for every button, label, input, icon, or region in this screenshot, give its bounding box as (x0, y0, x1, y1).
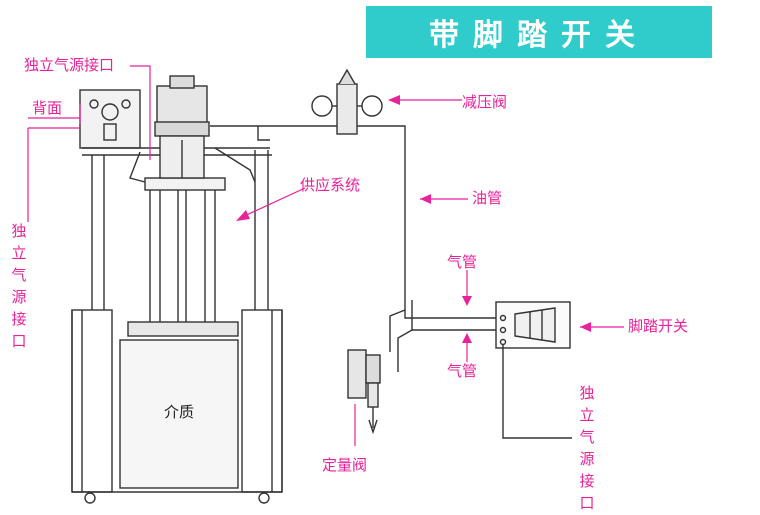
panel-screw (89, 99, 99, 109)
cross-plate (144, 177, 226, 191)
cylinder-cap (169, 75, 195, 89)
label-air-port-right: 独立气源接口 (579, 384, 595, 512)
label-dosing-valve: 定量阀 (322, 456, 368, 474)
valve-gauge-left (311, 95, 333, 117)
left-leg (71, 309, 113, 493)
frame-left-brace (129, 151, 146, 183)
title-banner: 带脚踏开关 (366, 6, 712, 58)
leader-supply (239, 187, 306, 219)
label-pressure-valve: 减压阀 (462, 93, 508, 111)
panel-screw (121, 99, 131, 109)
leader-air-port-top (130, 65, 151, 160)
platen (127, 321, 239, 337)
label-air-pipe-bottom: 气管 (447, 362, 478, 380)
valve-body (336, 83, 358, 135)
diagram-title: 带脚踏开关 (429, 18, 649, 53)
valve-gauge-right (361, 95, 383, 117)
label-air-port-left: 独立气源接口 (11, 222, 27, 350)
label-supply-system: 供应系统 (300, 176, 361, 194)
right-leg (241, 309, 283, 493)
panel-handle (103, 123, 117, 141)
medium-container (119, 339, 239, 489)
label-medium: 介质 (164, 403, 195, 421)
dosing-valve-body (347, 349, 367, 399)
label-oil-pipe: 油管 (472, 189, 503, 207)
label-air-pipe-top: 气管 (447, 253, 478, 271)
label-air-port-top: 独立气源接口 (24, 56, 115, 74)
label-foot-switch: 脚踏开关 (628, 317, 689, 335)
cylinder-ring (154, 121, 210, 137)
foot-pedal (514, 307, 556, 343)
label-back: 背面 (32, 99, 63, 117)
gauge-knob (101, 103, 119, 121)
frame-right-brace (214, 147, 256, 183)
